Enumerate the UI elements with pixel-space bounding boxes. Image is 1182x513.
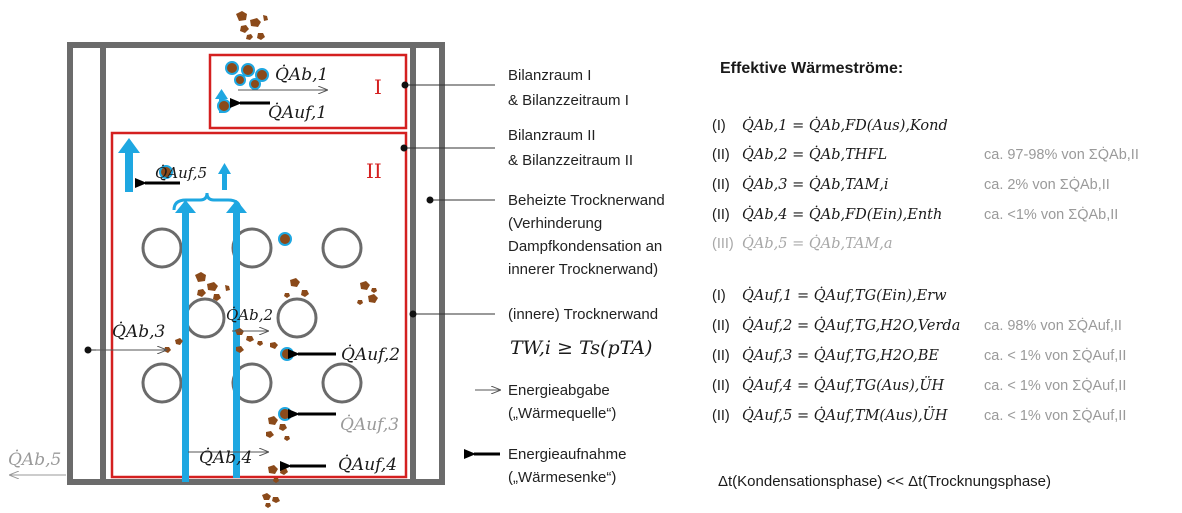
flow-share: ca. 98% von ΣQ̇Auf,II	[984, 318, 1122, 334]
drying-gas-flow	[118, 89, 247, 482]
flow-row: (II) Q̇Auf,3 = Q̇Auf,TG,H2O,BE ca. < 1% v…	[712, 348, 1126, 364]
flow-tag: (II)	[712, 177, 730, 193]
legend-bilanzraum-1-line2: & Bilanzzeitraum I	[508, 92, 629, 109]
flow-tag: (II)	[712, 207, 730, 223]
flow-tag: (II)	[712, 147, 730, 163]
particles-with-moisture	[159, 61, 294, 421]
flow-equation: Q̇Auf,5 = Q̇Auf,TM(Aus),ÜH	[742, 408, 948, 424]
dryer-diagram: I II	[8, 11, 665, 508]
flow-tag: (III)	[712, 236, 734, 252]
flow-equation: Q̇Auf,4 = Q̇Auf,TG(Aus),ÜH	[742, 378, 945, 394]
balance-zone-2	[110, 131, 408, 479]
label-q-auf-5: Q̇Auf,5	[155, 164, 207, 182]
label-q-ab-3: Q̇Ab,3	[112, 322, 165, 342]
flow-equation: Q̇Ab,1 = Q̇Ab,FD(Aus),Kond	[742, 118, 948, 134]
flow-row: (II) Q̇Auf,5 = Q̇Auf,TM(Aus),ÜH ca. < 1% …	[712, 408, 1126, 424]
flow-tag: (I)	[712, 288, 726, 304]
flow-equation: Q̇Auf,2 = Q̇Auf,TG,H2O,Verda	[742, 318, 961, 334]
tube-bundle	[141, 227, 363, 404]
flow-tag: (II)	[712, 378, 730, 394]
flow-row: (III) Q̇Ab,5 = Q̇Ab,TAM,a	[712, 236, 893, 252]
legend-bilanzraum-1-line1: Bilanzraum I	[508, 67, 591, 84]
legend-uptake-line1: Energieaufnahme	[508, 446, 626, 463]
label-q-ab-1: Q̇Ab,1	[275, 65, 328, 85]
flow-row: (II) Q̇Ab,4 = Q̇Ab,FD(Ein),Enth ca. <1% v…	[712, 207, 1118, 223]
flow-row: (II) Q̇Auf,2 = Q̇Auf,TG,H2O,Verda ca. 98%…	[712, 318, 1122, 334]
flow-row: (I) Q̇Auf,1 = Q̇Auf,TG(Ein),Erw	[712, 288, 947, 304]
label-q-auf-1: Q̇Auf,1	[268, 103, 327, 123]
flow-share: ca. < 1% von ΣQ̇Auf,II	[984, 408, 1127, 424]
flow-row: (II) Q̇Ab,2 = Q̇Ab,THFL ca. 97-98% von ΣQ…	[712, 147, 1139, 163]
annotation-leaders	[88, 84, 495, 351]
flow-equation: Q̇Ab,2 = Q̇Ab,THFL	[742, 147, 888, 163]
annotation-dots	[84, 81, 434, 354]
label-q-auf-2: Q̇Auf,2	[341, 345, 400, 365]
legend-release-line1: Energieabgabe	[508, 382, 610, 399]
label-q-auf-4: Q̇Auf,4	[338, 455, 397, 475]
label-q-ab-4: Q̇Ab,4	[199, 448, 252, 468]
flow-equation: Q̇Ab,5 = Q̇Ab,TAM,a	[742, 236, 893, 252]
flow-share: ca. <1% von ΣQ̇Ab,II	[984, 207, 1119, 223]
label-q-ab-2: Q̇Ab,2	[226, 306, 273, 324]
dryer-walls	[67, 42, 445, 485]
flow-equation: Q̇Ab,3 = Q̇Ab,TAM,i	[742, 177, 889, 193]
flow-share: ca. 2% von ΣQ̇Ab,II	[984, 177, 1110, 193]
heat-release-arrows	[10, 90, 327, 475]
label-q-auf-3: Q̇Auf,3	[340, 415, 399, 435]
phase-duration-note: Δt(Kondensationsphase) << Δt(Trocknungsp…	[718, 473, 1052, 490]
flow-tag: (II)	[712, 318, 730, 334]
flow-equation: Q̇Ab,4 = Q̇Ab,FD(Ein),Enth	[742, 207, 943, 223]
balance-zone-1	[208, 53, 408, 130]
flow-share: ca. 97-98% von ΣQ̇Ab,II	[984, 147, 1139, 163]
legend-heated-wall-line4: innerer Trocknerwand)	[508, 261, 658, 278]
legend-heated-wall-line2: (Verhinderung	[508, 215, 602, 232]
flow-equation: Q̇Auf,3 = Q̇Auf,TG,H2O,BE	[742, 348, 940, 364]
flow-share: ca. < 1% von ΣQ̇Auf,II	[984, 378, 1127, 394]
flow-row: (II) Q̇Auf,4 = Q̇Auf,TG(Aus),ÜH ca. < 1% …	[712, 378, 1126, 394]
legend-bilanzraum-2-line2: & Bilanzzeitraum II	[508, 152, 633, 169]
flow-share: ca. < 1% von ΣQ̇Auf,II	[984, 348, 1127, 364]
panel-title: Effektive Wärmeströme:	[720, 60, 904, 77]
flow-tag: (II)	[712, 348, 730, 364]
flow-row: (I) Q̇Ab,1 = Q̇Ab,FD(Aus),Kond	[712, 118, 948, 134]
legend-bilanzraum-2-line1: Bilanzraum II	[508, 127, 596, 144]
flow-equation: Q̇Auf,1 = Q̇Auf,TG(Ein),Erw	[742, 288, 947, 304]
legend-inner-wall: (innere) Trocknerwand	[508, 306, 658, 323]
legend-release-line2: („Wärmequelle“)	[508, 405, 616, 422]
flow-tag: (II)	[712, 408, 730, 424]
legend-wall-condition: TW,i ≥ Ts(pTA)	[510, 337, 652, 359]
legend-heated-wall-line1: Beheizte Trocknerwand	[508, 192, 665, 209]
flow-row: (II) Q̇Ab,3 = Q̇Ab,TAM,i ca. 2% von ΣQ̇Ab…	[712, 177, 1110, 193]
zone-2-label: II	[366, 159, 382, 183]
material-particles	[164, 11, 378, 508]
label-q-ab-5: Q̇Ab,5	[8, 450, 61, 470]
flow-tag: (I)	[712, 118, 726, 134]
legend-heated-wall-line3: Dampfkondensation an	[508, 238, 662, 255]
legend-uptake-line2: („Wärmesenke“)	[508, 469, 616, 486]
heat-uptake-arrows	[135, 98, 336, 471]
zone-1-label: I	[374, 75, 382, 99]
heat-flows-panel: Effektive Wärmeströme: (I) Q̇Ab,1 = Q̇Ab,…	[712, 56, 1172, 506]
